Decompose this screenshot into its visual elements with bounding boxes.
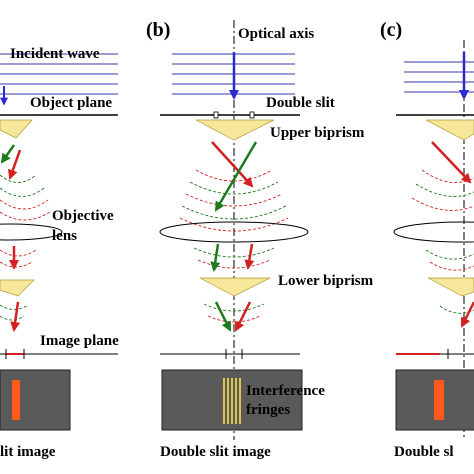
lower-biprism-a	[0, 279, 35, 297]
wavefronts-c-lower	[425, 249, 474, 314]
incident-wave-label: Incident wave	[10, 46, 100, 62]
objective-lens-b	[159, 221, 309, 243]
wavefronts-b-lower	[193, 247, 275, 323]
red-arrow-c2	[460, 301, 474, 328]
double-slit-label: Double slit	[266, 95, 335, 111]
red-arrow-b2	[244, 243, 255, 270]
panel-c: (c) Double sl	[380, 19, 474, 460]
green-arrow-b3	[214, 301, 232, 332]
panel-b-letter: (b)	[146, 19, 170, 41]
upper-biprism-label: Upper biprism	[270, 125, 365, 141]
image-plane-line-b	[160, 349, 300, 359]
upper-biprism-a	[0, 119, 33, 139]
upper-biprism-b	[195, 119, 275, 141]
red-arrow-c1	[431, 141, 472, 184]
lower-biprism-c	[427, 277, 474, 297]
lower-biprism-b	[199, 277, 271, 297]
lens-label: lens	[52, 228, 77, 244]
red-arrow-b1	[211, 141, 254, 188]
incident-wave-lines-c	[404, 61, 474, 93]
objective-lens-c	[393, 221, 474, 243]
lower-biprism-label: Lower biprism	[278, 273, 374, 289]
upper-biprism-c	[425, 119, 474, 141]
interference-label: Interference	[246, 383, 325, 399]
fringes-label: fringes	[246, 402, 290, 418]
objective-lens-a	[0, 223, 63, 241]
red-arrow-a1	[7, 149, 22, 180]
object-plane-label: Object plane	[30, 95, 112, 111]
slit-image-bar-a	[12, 380, 20, 420]
slit-image-bar-c	[434, 380, 444, 420]
image-plane-label: Image plane	[40, 333, 119, 349]
wavefronts-b-upper	[179, 169, 289, 232]
caption-b: Double slit image	[160, 444, 271, 460]
panel-b: (b) Optical axis Double slit Upper bipri…	[146, 19, 374, 460]
caption-c: Double sl	[394, 444, 454, 460]
double-slit-b	[160, 111, 300, 119]
slit-image-box-a	[0, 369, 71, 431]
incident-wave-lines-a	[0, 53, 118, 95]
caption-a: lit image	[0, 444, 56, 460]
wavefronts-a-upper	[0, 174, 51, 221]
green-arrow-b2	[210, 243, 221, 272]
green-arrow-b1	[214, 141, 258, 212]
panel-a: Incident wave Object plane Objective len…	[0, 46, 119, 460]
image-plane-line-c	[396, 349, 474, 359]
optical-axis-label: Optical axis	[238, 26, 314, 42]
panel-c-letter: (c)	[380, 19, 402, 41]
red-arrow-b3	[234, 301, 252, 332]
objective-label: Objective	[52, 208, 114, 224]
interference-fringes-b	[223, 378, 241, 424]
red-arrow-a3	[10, 301, 21, 332]
image-plane-line-a	[0, 349, 118, 359]
green-arrow-a	[0, 144, 16, 164]
